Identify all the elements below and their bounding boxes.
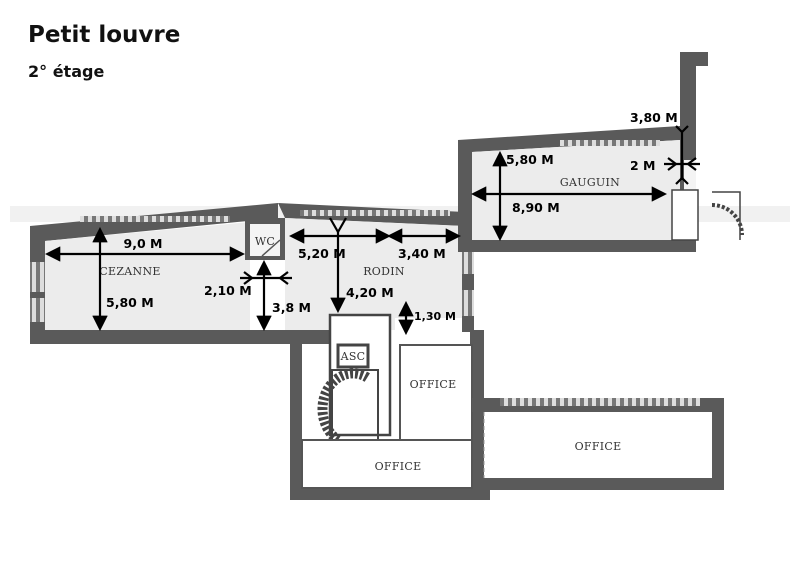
cezanne-label: CEZANNE bbox=[99, 265, 160, 278]
rodin-room bbox=[278, 203, 474, 332]
rodin-window-top bbox=[300, 210, 450, 216]
office-right-room: OFFICE bbox=[472, 398, 724, 490]
wc-width-label: 2,10 M bbox=[204, 283, 252, 298]
corridor-width-label: 2 M bbox=[630, 158, 656, 173]
rodin-window bbox=[462, 290, 474, 316]
cezanne-width-label: 9,0 M bbox=[124, 236, 163, 251]
office-right-window bbox=[500, 398, 700, 406]
rodin-window bbox=[462, 248, 474, 274]
office-bottom-label: OFFICE bbox=[375, 460, 422, 473]
wc-depth-label: 3,8 M bbox=[272, 300, 311, 315]
gauguin-depth-label: 5,80 M bbox=[506, 152, 554, 167]
office-right-label: OFFICE bbox=[575, 440, 622, 453]
plan-title: Petit louvre bbox=[28, 22, 181, 48]
asc-label: ASC bbox=[340, 350, 366, 363]
wc-label: WC bbox=[255, 235, 275, 248]
cezanne-window bbox=[30, 262, 45, 292]
gauguin-width-label: 8,90 M bbox=[512, 200, 560, 215]
floor-subtitle: 2° étage bbox=[28, 62, 105, 81]
rodin-depth-label: 4,20 M bbox=[346, 285, 394, 300]
rodin-width-left-label: 5,20 M bbox=[298, 246, 346, 261]
gauguin-label: GAUGUIN bbox=[560, 176, 620, 189]
office-stair-label: OFFICE bbox=[410, 378, 457, 391]
wc-room: WC bbox=[245, 218, 285, 260]
cezanne-window-top bbox=[80, 216, 230, 222]
rodin-label: RODIN bbox=[363, 265, 405, 278]
gauguin-window-top bbox=[560, 140, 660, 146]
dimension-lines bbox=[44, 125, 700, 336]
rodin-notch-label: 1,30 M bbox=[414, 310, 456, 323]
cezanne-window bbox=[30, 298, 45, 322]
rodin-width-right-label: 3,40 M bbox=[398, 246, 446, 261]
service-block: ASC OFFICE OFFICE bbox=[290, 313, 490, 500]
cezanne-depth-label: 5,80 M bbox=[106, 295, 154, 310]
corridor-length-label: 3,80 M bbox=[630, 110, 678, 125]
